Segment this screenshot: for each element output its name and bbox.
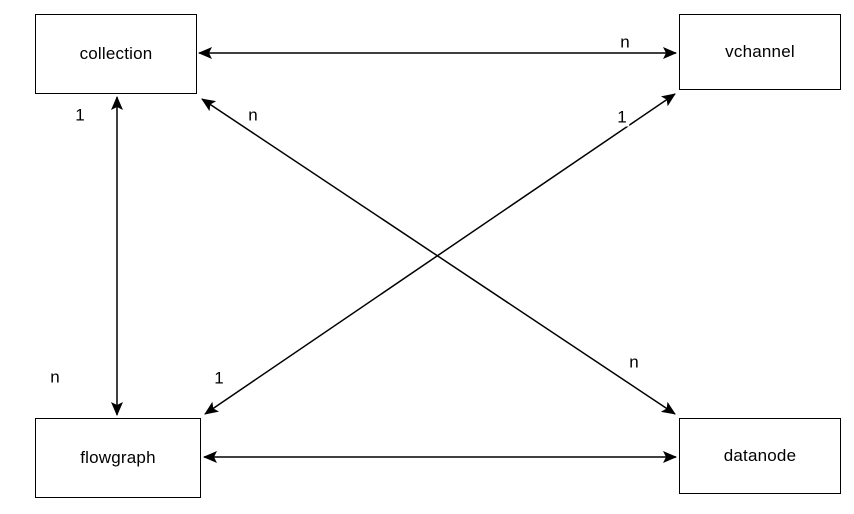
edge-collection-datanode <box>201 98 676 415</box>
node-collection: collection <box>35 14 197 94</box>
edge-label-collection-flowgraph-n: n <box>47 367 63 387</box>
edge-label-vchannel-flowgraph-1-dst: 1 <box>211 368 227 388</box>
node-datanode-label: datanode <box>723 446 797 465</box>
edge-label-collection-datanode-n-dst: n <box>626 352 642 372</box>
node-flowgraph: flowgraph <box>35 418 201 498</box>
node-datanode: datanode <box>679 418 841 494</box>
node-vchannel-label: vchannel <box>725 42 795 61</box>
edge-vchannel-flowgraph <box>204 93 676 415</box>
node-collection-label: collection <box>79 44 153 63</box>
node-flowgraph-label: flowgraph <box>80 448 156 467</box>
edge-label-collection-datanode-n-src: n <box>245 105 261 125</box>
edge-label-vchannel-flowgraph-1-src: 1 <box>614 107 630 127</box>
edge-label-collection-flowgraph-1: 1 <box>72 105 88 125</box>
node-vchannel: vchannel <box>679 14 841 90</box>
edge-label-collection-vchannel-n: n <box>617 32 633 52</box>
